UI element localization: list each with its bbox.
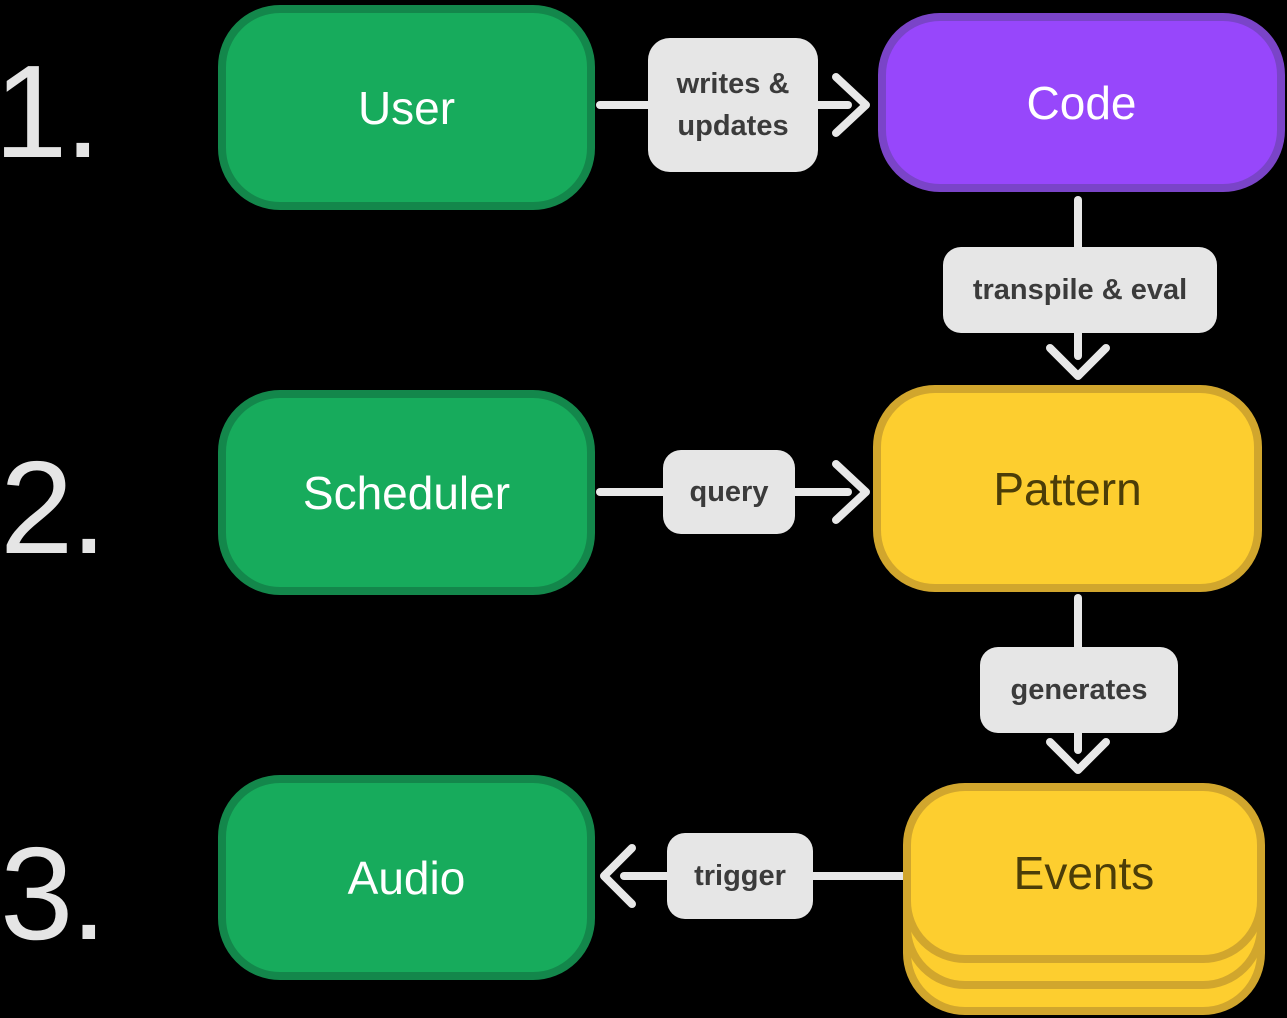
edge-label-query: query: [663, 450, 795, 534]
edge-label-trigger: trigger: [667, 833, 813, 919]
node-user: User: [218, 5, 595, 210]
node-pattern: Pattern: [873, 385, 1262, 592]
edge-label-generates: generates: [980, 647, 1178, 733]
step-number-1: 1.: [0, 38, 101, 185]
node-events-stack: Events: [903, 783, 1265, 1015]
step-number-2: 2.: [0, 434, 107, 581]
node-scheduler: Scheduler: [218, 390, 595, 595]
edge-label-writes-updates: writes & updates: [648, 38, 818, 172]
step-number-3: 3.: [0, 820, 107, 967]
edge-label-transpile-eval: transpile & eval: [943, 247, 1217, 333]
node-events: Events: [903, 783, 1265, 963]
node-code: Code: [878, 13, 1285, 192]
node-audio: Audio: [218, 775, 595, 980]
